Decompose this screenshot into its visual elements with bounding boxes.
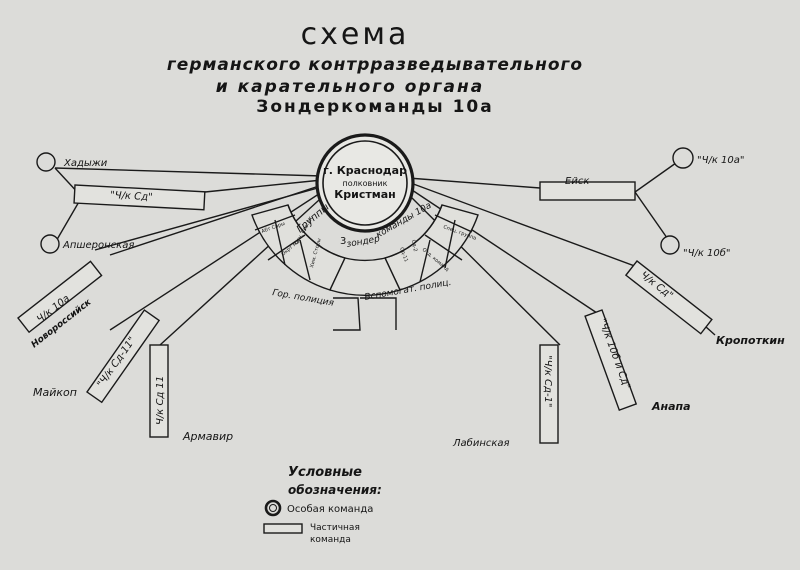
label-armavir: Армавир: [182, 430, 233, 443]
groups-number: 3: [340, 236, 346, 247]
box-uk-sd-right: [624, 260, 713, 335]
center-inner-ring: [322, 140, 408, 226]
title-line-4: Зондеркоманды 10а: [256, 97, 493, 117]
box-uk-sd1: [539, 344, 559, 444]
fan-right-divider-2: [424, 234, 463, 261]
fan-left-inner: [287, 204, 346, 259]
fan-right-divider-1: [434, 214, 473, 233]
fan-right-divider-4: [419, 239, 431, 283]
center-rank: полковник: [343, 179, 388, 188]
circle-uk-10a: [672, 147, 694, 169]
link-uk-10b: [405, 185, 601, 316]
center-special-command: [315, 133, 415, 233]
link-uk-sd-right: [407, 181, 641, 269]
fan-right-divider-3: [444, 219, 456, 269]
fan-left-divider-4: [299, 239, 311, 281]
label-maykop: Майкоп: [33, 386, 77, 399]
right-small-3: Сд-11: [398, 247, 409, 263]
label-circle-uk-10b: "Ч/к 10б": [683, 247, 731, 259]
fan-middle: [329, 257, 401, 296]
box-uk-10b-sd: [584, 309, 638, 412]
legend-heading-2: обозначения:: [288, 483, 382, 497]
link-novorossiysk: [94, 185, 326, 251]
box-text-uk-sd1: "Ч/к Сд-1": [542, 355, 553, 408]
box-uk-10a-left: [17, 260, 103, 334]
title-line-2: германского контрразведывательного: [167, 55, 583, 75]
title-line-3: и карательного органа: [216, 77, 484, 97]
label-apsheronskaya: Апшеронская: [62, 240, 134, 251]
label-circle-uk-10a: "Ч/к 10а": [697, 155, 745, 166]
link-uk-sd-left: [204, 179, 323, 193]
box-uk-sd11-maykop: [86, 309, 161, 404]
box-text-uk-sd11-armavir: Ч/к Сд 11: [155, 376, 166, 425]
legend-partial-1: Частичная: [310, 523, 360, 533]
link-armavir: [159, 189, 331, 346]
box-uk-sd-left: [73, 184, 206, 211]
legend-heading-1: Условные: [288, 465, 362, 480]
fan-right-inner: [384, 204, 443, 259]
ander-label: зондер: [346, 234, 381, 250]
center-name: Кристман: [334, 188, 395, 201]
box-vspomog-policiya: [360, 297, 397, 330]
box-uk-sd11-armavir: [149, 344, 169, 438]
fan-left-divider-2: [267, 234, 306, 261]
label-labinskaya: Лабинская: [452, 437, 510, 449]
label-kropotkin: Кропоткин: [716, 334, 785, 347]
label-khadyzhi: Хадыжи: [63, 158, 108, 169]
label-anapa: Анапа: [651, 400, 691, 413]
box-gor-policiya: [333, 297, 361, 331]
box-text-uk-sd-left: "Ч/к Сд": [110, 190, 153, 203]
link-yeysk: [407, 177, 541, 189]
legend-special: Особая команда: [287, 504, 373, 515]
legend-partial-2: команда: [310, 535, 351, 545]
link-khadyzhi: [54, 167, 323, 177]
center-city: г. Краснодар: [323, 164, 407, 177]
box-yeysk: [539, 181, 636, 201]
link-apsheronskaya-box: [54, 199, 81, 244]
circle-uk-10b: [660, 235, 680, 255]
gor-policiya-label: Гор. полиция: [271, 288, 335, 309]
title-line-1: схема: [301, 17, 410, 52]
link-uk-sd1: [403, 189, 561, 346]
right-small-4: Сд-2: [410, 239, 418, 252]
fan-left-divider-3: [274, 219, 286, 266]
legend-circle-inner: [269, 504, 277, 512]
box-text-yeysk: Ейск: [565, 176, 589, 187]
legend-rect-icon: [263, 523, 303, 534]
legend-circle-icon: [264, 499, 282, 517]
link-maykop: [109, 187, 329, 331]
circle-khadyzhi: [36, 152, 56, 172]
circle-apsheronskaya: [40, 234, 60, 254]
link-uk10b-circle: [634, 191, 673, 246]
